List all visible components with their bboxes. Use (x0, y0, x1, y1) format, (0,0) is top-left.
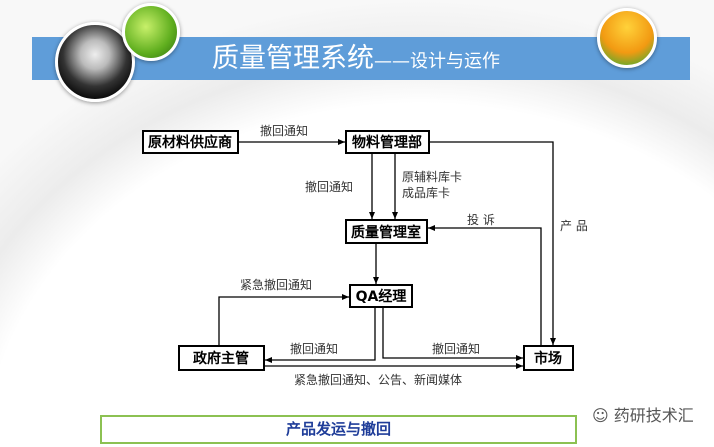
node-materials: 物料管理部 (345, 130, 430, 154)
label-urgent-recall: 紧急撤回通知 (240, 277, 312, 292)
page-title: 质量管理系统——设计与运作 (212, 42, 500, 79)
edge-complaint (428, 225, 542, 346)
label-product: 产 品 (560, 219, 588, 233)
svg-text:质量管理室: 质量管理室 (351, 224, 421, 241)
node-supplier: 原材料供应商 (142, 130, 239, 154)
node-qa-manager: QA经理 (349, 284, 413, 308)
watermark-text: 药研技术汇 (613, 406, 694, 425)
caption-box: 产品发运与撤回 (100, 415, 577, 444)
wechat-icon: ☺ (592, 406, 614, 425)
label-product-card: 成品库卡 (402, 185, 450, 200)
tulip-image (597, 8, 657, 68)
edge-materials-market (429, 141, 556, 345)
title-subtitle: ——设计与运作 (374, 51, 500, 72)
label-complaint: 投 诉 (467, 212, 495, 227)
watermark: ☺ 药研技术汇 (592, 402, 694, 426)
svg-text:市场: 市场 (534, 350, 562, 367)
svg-text:政府主管: 政府主管 (193, 350, 249, 367)
edge-gov-qa (218, 294, 349, 346)
node-quality-office: 质量管理室 (345, 219, 428, 244)
title-main: 质量管理系统 (212, 43, 374, 74)
svg-text:物料管理部: 物料管理部 (352, 134, 422, 151)
leaf-image (122, 3, 180, 61)
label-recall-notice-gov: 撤回通知 (290, 341, 338, 356)
svg-text:QA经理: QA经理 (356, 288, 407, 305)
node-government: 政府主管 (178, 345, 265, 371)
edge-qa-market (382, 307, 523, 361)
label-raw-material-card: 原辅料库卡 (402, 169, 462, 184)
svg-text:原材料供应商: 原材料供应商 (148, 134, 232, 151)
label-recall-notice-market: 撤回通知 (432, 341, 480, 356)
node-market: 市场 (523, 345, 574, 371)
label-urgent-media: 紧急撤回通知、公告、新闻媒体 (294, 372, 462, 387)
label-recall-notice-2: 撤回通知 (305, 179, 353, 194)
edge-qa-gov (265, 307, 376, 363)
label-recall-notice-1: 撤回通知 (260, 123, 308, 138)
dandelion-image (55, 22, 135, 102)
